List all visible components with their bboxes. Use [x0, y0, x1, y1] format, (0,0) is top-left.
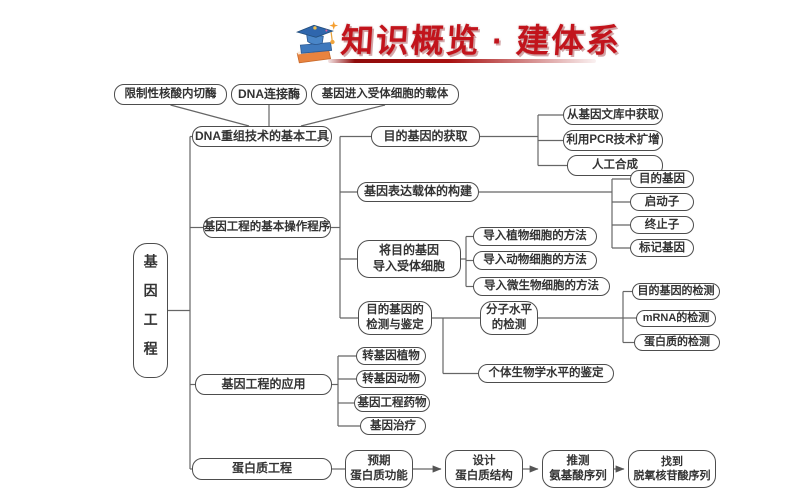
node-pcr-amplify: 利用PCR技术扩增	[563, 130, 663, 151]
node-dna-ligase: DNA连接酶	[231, 84, 307, 105]
node-promoter: 启动子	[630, 193, 694, 211]
node-design-structure: 设计 蛋白质结构	[445, 450, 523, 488]
node-from-gene-library: 从基因文库中获取	[563, 105, 663, 125]
node-into-microbe-cells: 导入微生物细胞的方法	[473, 277, 610, 296]
node-gene-engineering-root: 基因工程	[133, 243, 168, 378]
node-molecular-detection: 分子水平 的检测	[480, 301, 538, 335]
node-detect-identify: 目的基因的 检测与鉴定	[358, 301, 432, 335]
node-find-dna-sequence: 找到 脱氧核苷酸序列	[628, 450, 716, 488]
node-gene-therapy: 基因治疗	[360, 417, 426, 435]
node-protein-engineering: 蛋白质工程	[192, 458, 332, 480]
node-expected-function: 预期 蛋白质功能	[345, 450, 413, 488]
node-gene-vector: 基因进入受体细胞的载体	[311, 84, 459, 105]
node-target-gene-detection: 目的基因的检测	[632, 283, 720, 300]
node-introduce-gene: 将目的基因 导入受体细胞	[357, 240, 461, 278]
node-gene-engineering-drugs: 基因工程药物	[354, 394, 430, 412]
node-applications: 基因工程的应用	[195, 374, 332, 395]
node-individual-identification: 个体生物学水平的鉴定	[478, 364, 614, 383]
node-transgenic-plants: 转基因植物	[356, 347, 426, 365]
node-infer-amino-acid-sequence: 推测 氨基酸序列	[542, 450, 614, 488]
title-underline-bar	[328, 59, 596, 63]
page-title: 知识概览 · 建体系	[339, 22, 623, 59]
node-protein-detection: 蛋白质的检测	[634, 334, 720, 351]
node-target-gene: 目的基因	[630, 170, 694, 188]
node-marker-gene: 标记基因	[630, 239, 694, 257]
node-basic-procedure: 基因工程的基本操作程序	[203, 217, 331, 238]
node-expression-vector: 基因表达载体的构建	[357, 182, 479, 202]
node-into-plant-cells: 导入植物细胞的方法	[473, 227, 597, 246]
node-restriction-enzyme: 限制性核酸内切酶	[114, 84, 227, 105]
node-basic-tools: DNA重组技术的基本工具	[192, 126, 332, 147]
node-transgenic-animals: 转基因动物	[356, 370, 426, 388]
graduation-cap-books-icon	[295, 21, 339, 64]
node-into-animal-cells: 导入动物细胞的方法	[473, 251, 597, 270]
node-obtain-target-gene: 目的基因的获取	[371, 126, 480, 147]
node-terminator: 终止子	[630, 216, 694, 234]
node-mrna-detection: mRNA的检测	[636, 310, 716, 327]
